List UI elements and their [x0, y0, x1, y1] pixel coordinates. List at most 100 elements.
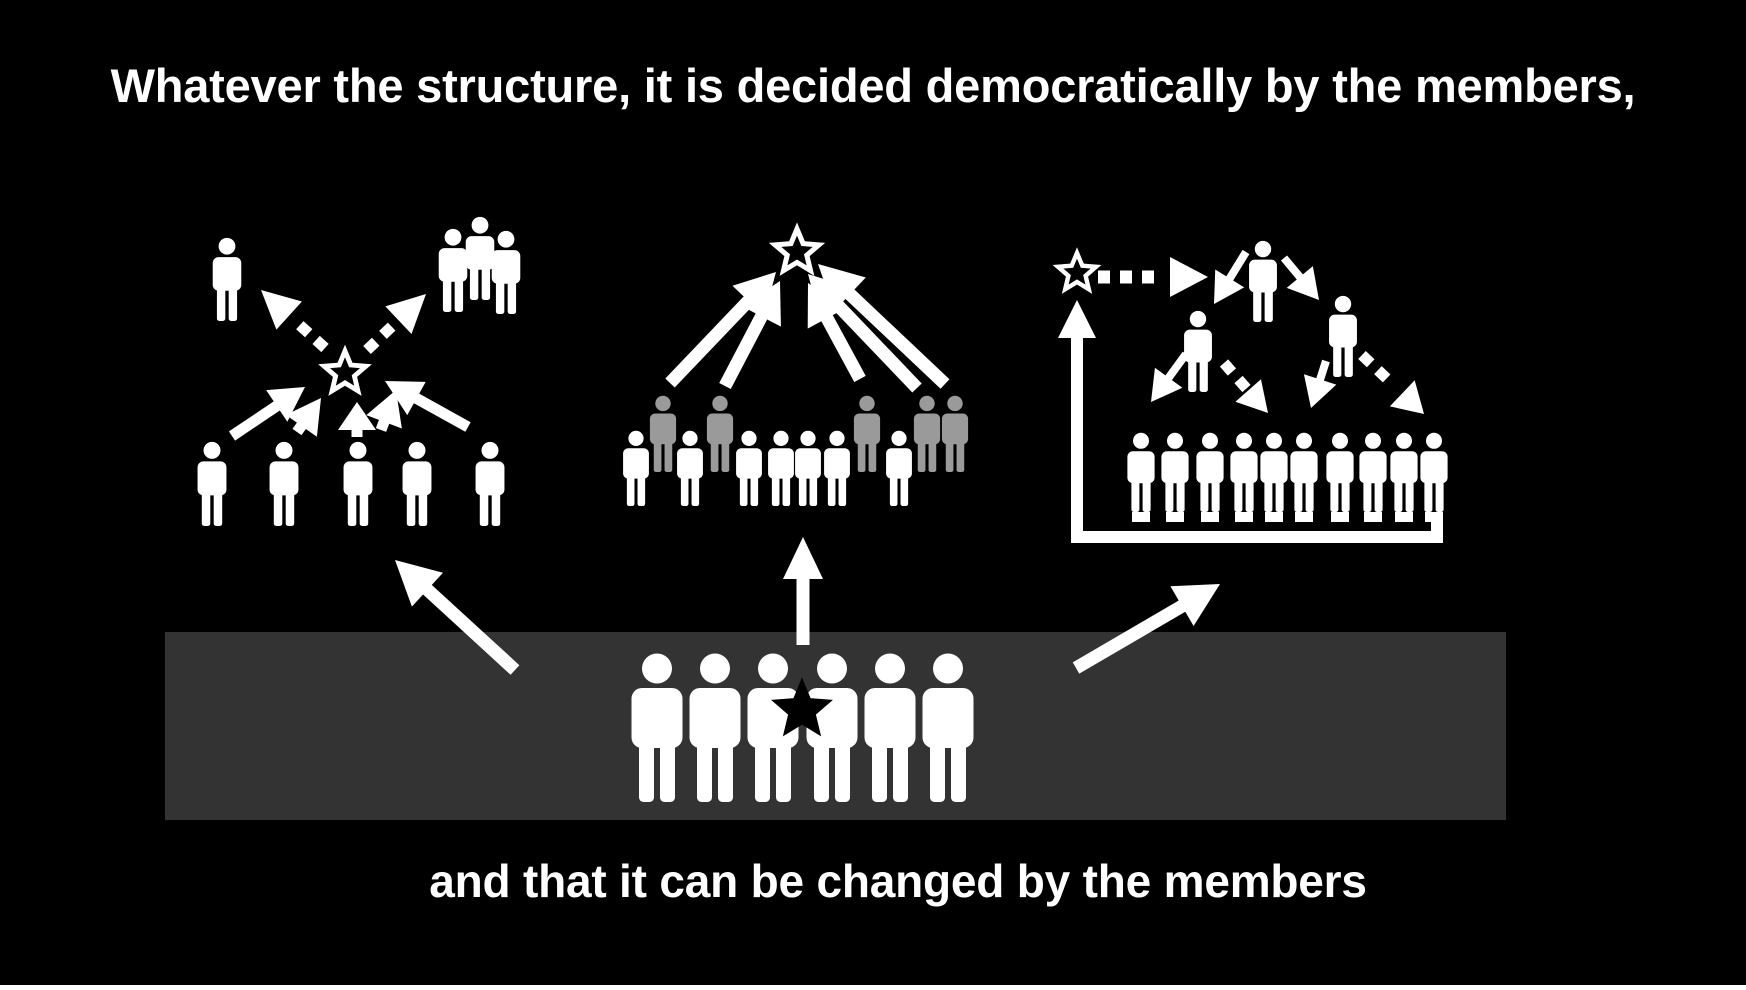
- arrow-shaft: [1225, 249, 1250, 283]
- arrow-head: [1303, 374, 1337, 408]
- axis-arrow-icon: [1058, 300, 1096, 338]
- member-icon: [465, 216, 495, 300]
- arrow-head: [1214, 269, 1245, 304]
- arrow-shaft: [1315, 359, 1330, 383]
- hierarchy-arrow-icon: [818, 264, 950, 389]
- member-icon: [475, 441, 505, 526]
- hub-arrow-icon: [366, 390, 402, 432]
- arrow-head: [1170, 257, 1208, 297]
- arrow-head: [1058, 300, 1096, 338]
- change-arrow-icon: [395, 560, 520, 675]
- member-icon: [1420, 432, 1448, 512]
- arrow-shaft: [844, 288, 950, 389]
- member-icon: [402, 441, 432, 526]
- step-marker: [1265, 512, 1283, 522]
- member-icon: [1249, 240, 1277, 322]
- arrow-shaft: [1072, 599, 1187, 674]
- member-icon: [343, 441, 373, 526]
- arrow-head: [1151, 367, 1183, 402]
- arrow-head: [1170, 584, 1220, 627]
- arrow-dash: [312, 335, 329, 353]
- arrow-shaft: [829, 296, 922, 393]
- member-dim-icon: [853, 395, 881, 472]
- arrow-head: [1286, 266, 1319, 300]
- arrow-head: [366, 390, 402, 429]
- footer-text: and that it can be changed by the member…: [429, 855, 1367, 907]
- step-marker: [1201, 512, 1219, 522]
- hub-arrow-icon: [385, 381, 471, 432]
- headline-text: Whatever the structure, it is decided de…: [110, 59, 1636, 112]
- step-marker: [1425, 512, 1443, 522]
- member-icon: [1184, 310, 1212, 392]
- arrow-shaft: [1280, 255, 1305, 282]
- arrow-head: [261, 290, 302, 330]
- axis-frame: [1071, 320, 1443, 543]
- member-icon: [1326, 432, 1354, 512]
- chain-arrow-icon: [1214, 249, 1250, 304]
- member-icon: [736, 430, 762, 506]
- step-marker: [1166, 512, 1184, 522]
- arrow-dash: [363, 337, 380, 354]
- arrow-shaft: [228, 400, 282, 441]
- member-icon: [269, 441, 299, 526]
- hub-dashed-arrow-icon: [261, 290, 329, 353]
- member-icon: [677, 430, 703, 506]
- member-icon: [1230, 432, 1258, 512]
- arrow-head: [385, 381, 426, 416]
- chain-arrow-icon: [1151, 351, 1190, 402]
- step-marker: [1395, 512, 1413, 522]
- arrow-shaft: [820, 313, 866, 383]
- arrow-head: [1235, 379, 1268, 413]
- member-icon: [1161, 432, 1189, 512]
- arrow-shaft: [665, 294, 755, 388]
- chain-dashed-arrow-icon: [1098, 257, 1208, 297]
- member-icon: [1390, 432, 1418, 512]
- arrow-dash: [1358, 351, 1375, 368]
- change-arrow-icon: [783, 537, 823, 645]
- member-icon: [623, 430, 649, 506]
- arrow-dash: [379, 322, 396, 339]
- member-icon: [1260, 432, 1288, 512]
- arrow-head: [395, 560, 443, 607]
- arrow-head: [741, 281, 781, 327]
- arrow-dash: [1234, 375, 1251, 393]
- member-icon: [886, 430, 912, 506]
- arrow-head: [338, 402, 376, 430]
- arrow-dash: [296, 321, 313, 338]
- member-icon: [768, 430, 794, 506]
- arrow-dash: [1374, 366, 1391, 383]
- hierarchy-star-icon: [768, 222, 826, 276]
- hierarchy-arrow-icon: [719, 281, 781, 390]
- arrow-shaft: [1164, 351, 1190, 382]
- chain-dashed-arrow-icon: [1219, 359, 1268, 413]
- member-icon: [491, 230, 521, 314]
- member-icon: [1196, 432, 1224, 512]
- arrow-head: [385, 294, 426, 334]
- arrow-head: [266, 387, 305, 422]
- member-icon: [438, 228, 468, 312]
- member-icon: [1359, 432, 1387, 512]
- member-dim-icon: [649, 395, 677, 472]
- chain-star-icon: [1052, 247, 1102, 294]
- step-marker: [1331, 512, 1349, 522]
- hub-arrow-icon: [228, 387, 305, 441]
- member-dim-icon: [913, 395, 941, 472]
- arrow-dash: [1219, 359, 1237, 376]
- member-dim-icon: [706, 395, 734, 472]
- member-icon: [1290, 432, 1318, 512]
- chain-dashed-arrow-icon: [1358, 351, 1424, 414]
- step-marker: [1295, 512, 1313, 522]
- arrow-head: [783, 537, 823, 579]
- step-marker: [1364, 512, 1382, 522]
- arrow-shaft: [412, 392, 471, 432]
- change-arrow-icon: [1072, 584, 1220, 674]
- member-dim-icon: [941, 395, 969, 472]
- step-marker: [1235, 512, 1253, 522]
- member-icon: [795, 430, 821, 506]
- member-icon: [1329, 295, 1357, 377]
- leader-star-core: [781, 688, 823, 728]
- arrow-shaft: [719, 311, 769, 390]
- arrow-head: [818, 264, 866, 311]
- hub-arrow-icon: [285, 398, 321, 437]
